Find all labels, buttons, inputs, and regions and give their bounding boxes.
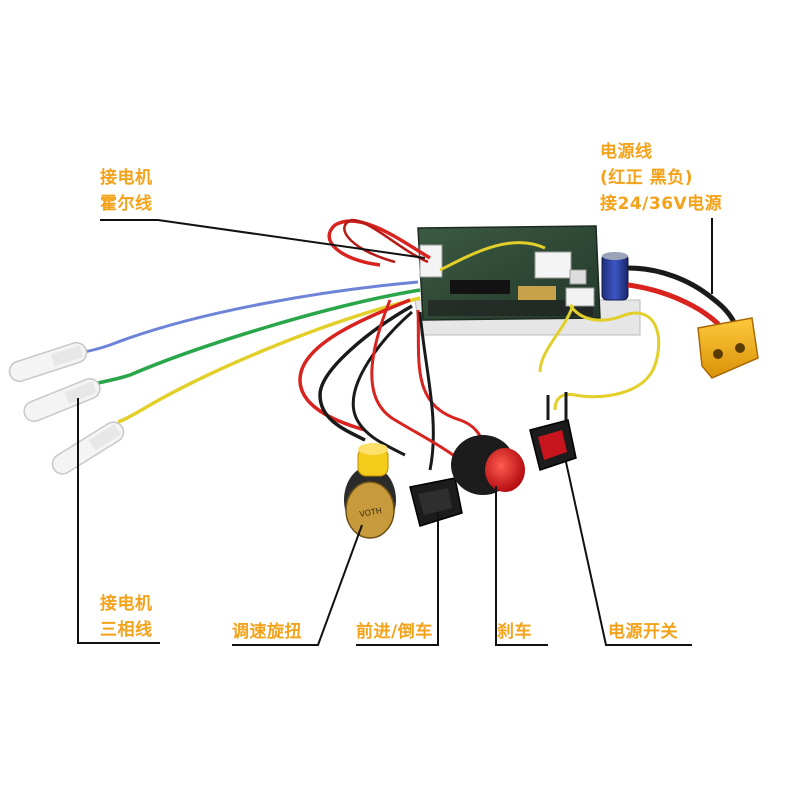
leader-brake (495, 486, 548, 646)
phase-wires (79, 280, 421, 424)
leader-lines (77, 218, 713, 646)
label-hall-line-2: 霍尔线 (100, 194, 153, 214)
leader-hall (100, 219, 426, 259)
leader-speed-knob (232, 524, 363, 646)
brake-button (451, 435, 525, 495)
controller-board (414, 225, 641, 336)
power-cable (627, 265, 759, 379)
label-power-line-1: 电源线 (600, 142, 653, 162)
label-power-switch: 电源开关 (608, 622, 678, 642)
bullet-terminals (8, 341, 125, 475)
label-phase-line-2: 三相线 (100, 620, 153, 640)
label-power-line-2: (红正 黑负) (600, 168, 693, 188)
speed-potentiometer: VOTH (344, 443, 396, 539)
hall-wires (327, 218, 546, 272)
leader-direction (356, 512, 439, 646)
xt60-connector (697, 317, 759, 379)
label-power-line-3: 接24/36V电源 (600, 194, 723, 214)
leader-power-switch (565, 461, 692, 646)
label-direction: 前进/倒车 (356, 622, 433, 642)
power-switch-device (529, 419, 577, 471)
potentiometer-marking: VOTH (359, 506, 383, 519)
control-wires (298, 298, 487, 471)
label-phase-line-1: 接电机 (100, 594, 153, 614)
direction-switch (409, 477, 463, 527)
label-hall-line-1: 接电机 (100, 168, 153, 188)
leader-phase (77, 398, 160, 644)
switch-wires (538, 304, 661, 420)
label-speed-knob: 调速旋扭 (232, 622, 302, 642)
label-brake: 刹车 (497, 622, 532, 642)
